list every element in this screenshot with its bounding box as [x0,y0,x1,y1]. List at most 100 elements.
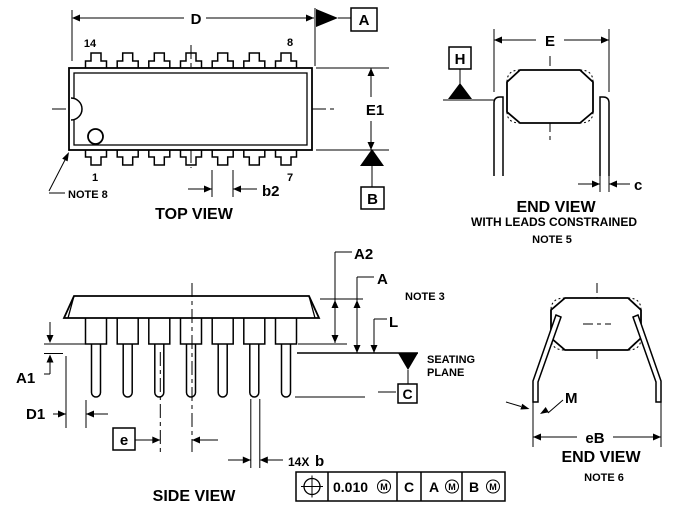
note8-callout: NOTE 8 [48,152,108,201]
lead-tip [90,344,102,398]
dim-a-label: A [377,271,388,288]
note5-label: NOTE 5 [532,234,572,246]
mmc-modifier-icon: M [445,479,459,494]
lead-shoulder [179,318,203,345]
dimension-c: c [578,176,642,194]
seating-plane-datum: C SEATING PLANE [397,353,475,404]
dim-d-label: D [191,11,202,28]
dim-a1-label: A1 [16,370,35,387]
tolerance-value: 0.010 [333,479,368,495]
dimension-b2: b2 [188,170,280,200]
datum-b-label: B [367,191,378,208]
pin-number-8: 8 [287,37,293,49]
pin-number-14: 14 [84,38,97,50]
mold-parting-arc [506,111,521,124]
lead-tip [185,344,197,398]
pin-bottom [274,150,298,166]
pin1-dot [87,128,104,145]
lead-shoulder [211,318,234,345]
datum-b-callout: B [360,149,385,210]
dim-b2-label: b2 [262,183,280,200]
side-lead-tips [90,344,292,398]
dim-e-label: E [545,33,555,50]
lead-tip [122,344,133,398]
end-view-spread-title: END VIEW [561,449,641,466]
side-body-outline [62,295,321,319]
constrained-lead-right [599,96,610,176]
dim-d1-label: D1 [26,406,45,423]
top-view: D A 14 8 1 7 E1 [48,7,389,223]
side-view-title: SIDE VIEW [153,488,237,505]
mmc-modifier-icon: M [486,479,500,494]
pin-top [274,52,298,68]
top-view-title: TOP VIEW [155,206,234,223]
dim-b-label: b [315,453,324,470]
dimension-a2: A2 [331,246,373,343]
mold-parting-arc [627,297,642,311]
datum-h-triangle-icon [448,83,472,99]
datum-a-arrow-icon [316,9,338,27]
dimension-m: M [505,390,578,414]
seating-plane-triangle-icon [398,353,418,370]
svg-text:M: M [448,482,456,492]
seating-plane-label-2: PLANE [427,367,464,379]
svg-text:M: M [489,482,497,492]
end-view-constrained-subtitle: WITH LEADS CONSTRAINED [471,215,637,229]
lead-tip [217,344,228,398]
mold-parting-arc [579,111,594,124]
lead-shoulder [243,318,266,345]
frame-datum-c: C [404,479,414,495]
lead-shoulder [116,318,139,345]
pin-number-7: 7 [287,172,293,184]
lead-tip [280,344,292,398]
lead-shoulder [84,318,108,345]
dim-a2-label: A2 [354,246,373,263]
dimension-a: A [353,271,388,353]
side-lead-shoulders [84,318,298,345]
pin-top [116,52,139,68]
dim-e1-label: E1 [366,102,384,119]
pin-number-1: 1 [92,172,98,184]
pin-top [179,52,203,68]
pin-bottom [211,150,234,166]
frame-datum-b: B [469,479,479,495]
pin-top [211,52,234,68]
pin-top [84,52,108,68]
position-symbol-icon [301,475,323,498]
note6-label: NOTE 6 [584,472,624,484]
spread-lead-left [532,314,562,403]
datum-a-label: A [359,12,370,29]
dimension-d1: D1 [26,356,108,428]
datum-h-callout: H [443,46,494,101]
pin-bottom [243,150,266,166]
end-view-spread: M eB END VIEW NOTE 6 [505,283,662,484]
note8-label: NOTE 8 [68,189,108,201]
side-body-bevel-left [67,295,75,319]
package-body-outline [68,67,313,151]
lead-shoulder [148,318,171,345]
seating-plane-label-1: SEATING [427,354,475,366]
pin-bottom [116,150,139,166]
lead-tip [154,344,165,398]
mmc-modifier-icon: M [377,479,391,494]
mold-parting-arc [550,297,566,311]
datum-c-label: C [402,386,412,402]
dim-l-label: L [389,314,398,331]
dimension-e1: E1 [316,67,389,151]
end-view-body [506,69,594,124]
datum-h-label: H [455,51,466,68]
constrained-lead-left [493,96,504,176]
dim-m-label: M [565,390,578,407]
mold-parting-arc [579,69,594,83]
side-view: A1 D1 e 14X [16,246,475,505]
dim-e-pitch-label: e [120,432,128,449]
dimension-e-pitch: e [112,427,218,451]
frame-datum-a: A [429,479,439,495]
side-body-bevel-right [308,295,316,319]
dim-c-label: c [634,177,642,194]
svg-text:M: M [380,482,388,492]
pin-top [243,52,266,68]
dimension-b: 14X b [228,399,324,470]
